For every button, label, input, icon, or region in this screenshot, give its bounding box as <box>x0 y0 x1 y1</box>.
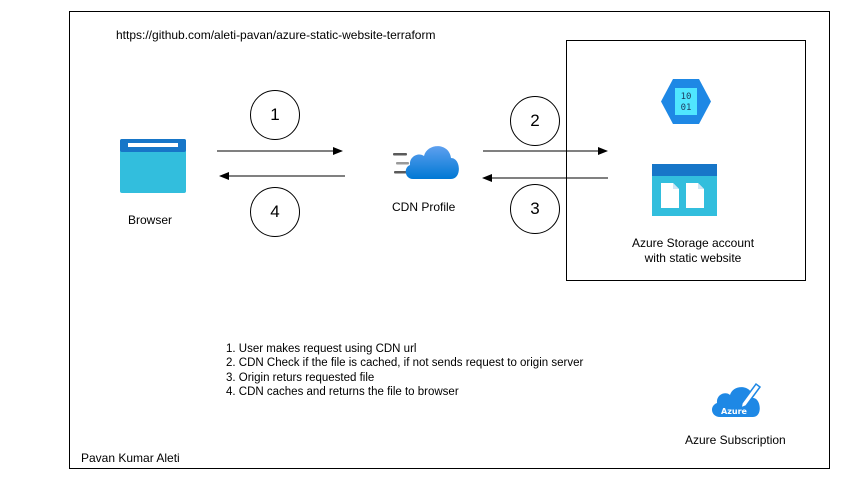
author-label: Pavan Kumar Aleti <box>81 451 180 465</box>
cdn-cloud-icon <box>393 146 459 179</box>
storage-account-icon <box>652 164 717 216</box>
subscription-frame <box>69 11 830 469</box>
storage-label: Azure Storage account with static websit… <box>631 236 755 265</box>
svg-text:01: 01 <box>681 103 692 113</box>
svg-text:10: 10 <box>681 92 692 102</box>
azure-icon-text: Azure <box>721 407 747 416</box>
step-item-3: 3. Origin returs requested file <box>226 371 375 384</box>
azure-subscription-icon: Azure <box>711 382 762 417</box>
blob-storage-icon: 10 01 <box>661 79 711 124</box>
storage-account-box <box>566 40 806 281</box>
cdn-label: CDN Profile <box>392 200 456 214</box>
step-item-4: 4. CDN caches and returns the file to br… <box>226 385 459 398</box>
browser-label: Browser <box>128 213 173 227</box>
step-item-1: 1. User makes request using CDN url <box>226 343 417 355</box>
steps-list: 1. User makes request using CDN url 2. C… <box>226 342 583 399</box>
step-circle-1: 1 <box>250 90 300 140</box>
step-item-2: 2. CDN Check if the file is cached, if n… <box>226 357 584 370</box>
step-circle-3: 3 <box>510 184 560 234</box>
step-circle-4: 4 <box>250 187 300 237</box>
repo-url: https://github.com/aleti-pavan/azure-sta… <box>116 28 436 42</box>
subscription-label: Azure Subscription <box>685 433 786 447</box>
browser-window-icon <box>120 139 186 193</box>
step-circle-2: 2 <box>510 96 560 146</box>
